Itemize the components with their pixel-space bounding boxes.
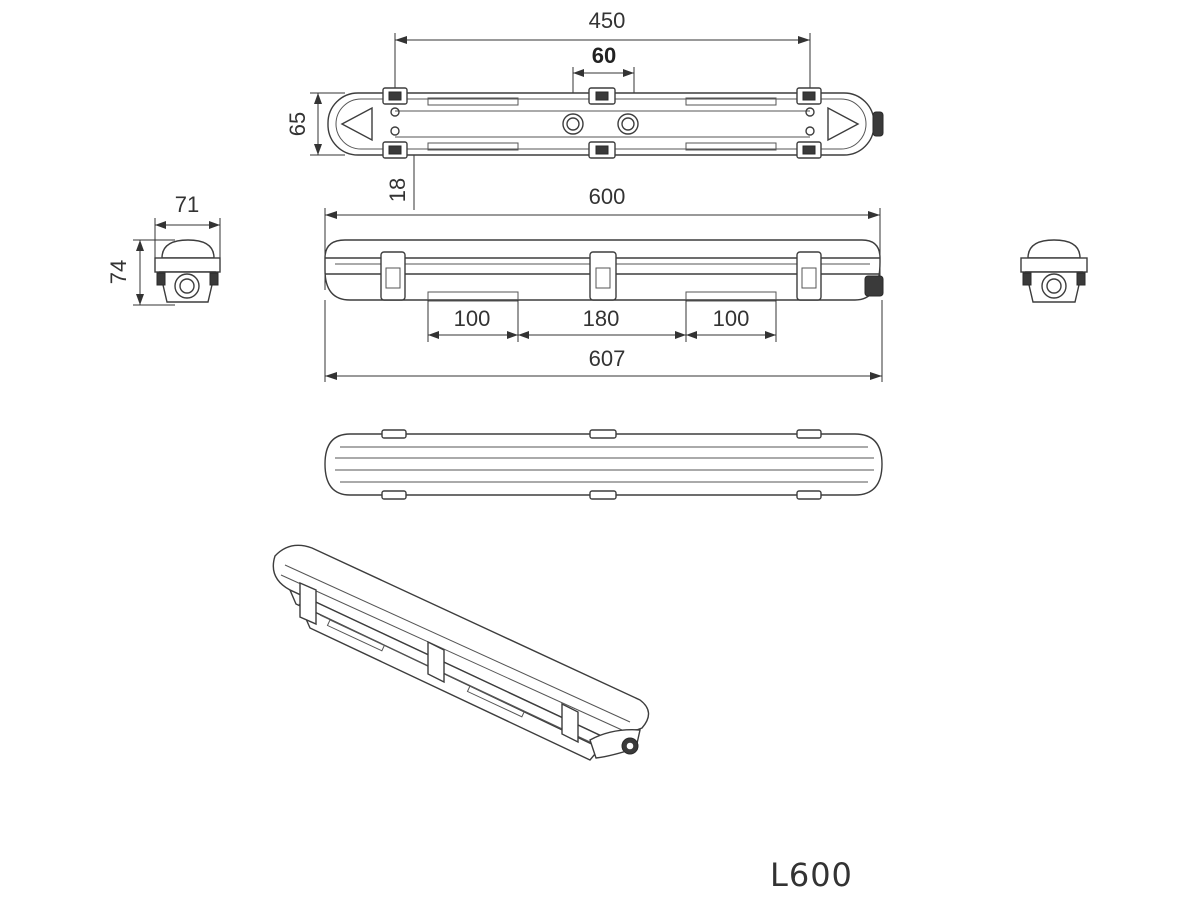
model-label: L600 <box>770 856 853 894</box>
top-view: 450 60 65 18 <box>285 8 884 210</box>
dim-label-65: 65 <box>285 112 310 136</box>
dim-label-180: 180 <box>583 306 620 331</box>
dim-label-71: 71 <box>175 192 199 217</box>
end-view-left: 71 74 <box>106 192 221 306</box>
dim-label-600: 600 <box>589 184 626 209</box>
end-view-right <box>1020 239 1088 303</box>
dim-label-100-left: 100 <box>454 306 491 331</box>
dim-label-74: 74 <box>106 260 131 284</box>
dim-label-100-right: 100 <box>713 306 750 331</box>
isometric-view <box>272 544 650 761</box>
bottom-view <box>324 429 883 500</box>
dim-label-18: 18 <box>385 178 410 202</box>
side-view: 600 100 180 100 <box>324 184 884 382</box>
dim-label-607: 607 <box>589 346 626 371</box>
dim-label-60: 60 <box>592 43 616 68</box>
dim-label-450: 450 <box>589 8 626 33</box>
